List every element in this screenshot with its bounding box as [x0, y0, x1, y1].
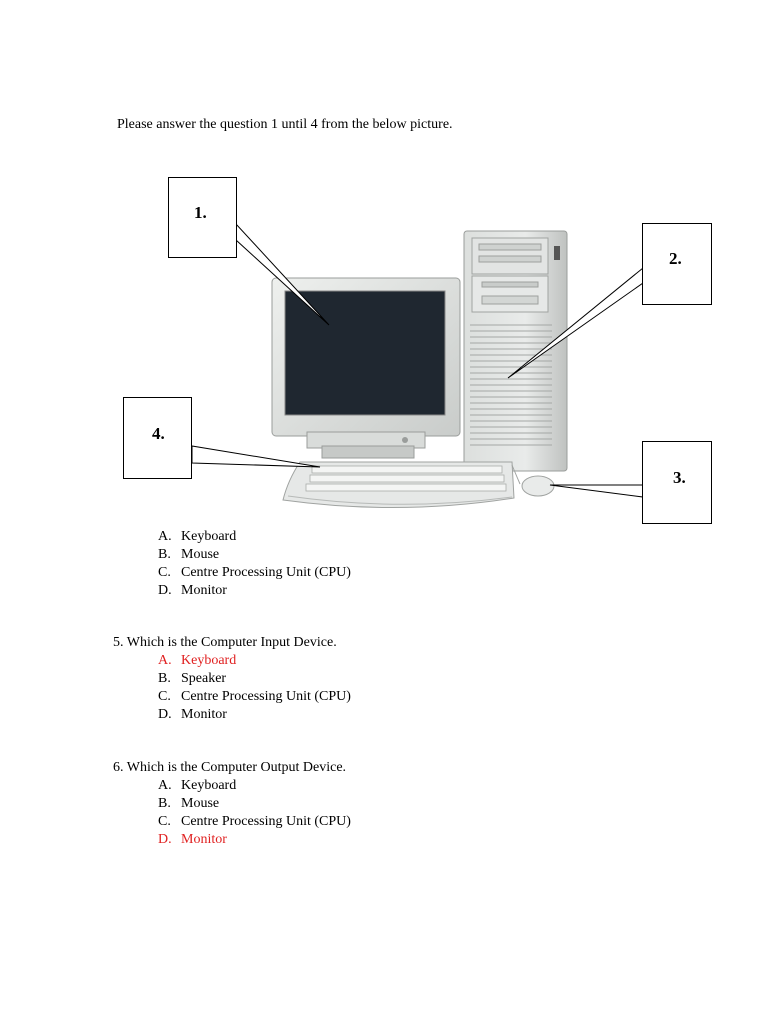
option-c: C.Centre Processing Unit (CPU): [158, 565, 351, 580]
option-c: C.Centre Processing Unit (CPU): [158, 814, 351, 829]
options-q5: A.Keyboard B.Speaker C.Centre Processing…: [158, 652, 351, 724]
callout-2: 2.: [642, 223, 712, 305]
option-a: A.Keyboard: [158, 529, 237, 544]
computer-figure: 1. 2. 3. 4.: [123, 177, 712, 524]
computer-illustration: [191, 222, 644, 508]
mouse: [511, 464, 555, 497]
options-q1-4: A.Keyboard B.Mouse C.Centre Processing U…: [158, 528, 351, 600]
option-a: A.Keyboard: [158, 778, 237, 793]
option-d: D.Monitor: [158, 707, 227, 722]
callout-3: 3.: [642, 441, 712, 524]
question-6: 6. Which is the Computer Output Device.: [113, 760, 347, 775]
option-d: D.Monitor: [158, 583, 227, 598]
cpu-tower: [463, 230, 568, 472]
callout-1: 1.: [168, 177, 237, 258]
option-c: C.Centre Processing Unit (CPU): [158, 689, 351, 704]
option-a: A.Keyboard: [158, 653, 237, 668]
options-q6: A.Keyboard B.Mouse C.Centre Processing U…: [158, 777, 351, 849]
instruction-text: Please answer the question 1 until 4 fro…: [117, 117, 453, 132]
option-d: D.Monitor: [158, 832, 227, 847]
option-b: B.Speaker: [158, 671, 227, 686]
option-b: B.Mouse: [158, 796, 220, 811]
monitor: [271, 277, 461, 459]
option-b: B.Mouse: [158, 547, 220, 562]
callout-4: 4.: [123, 397, 192, 479]
keyboard: [282, 461, 515, 508]
question-5: 5. Which is the Computer Input Device.: [113, 635, 337, 650]
